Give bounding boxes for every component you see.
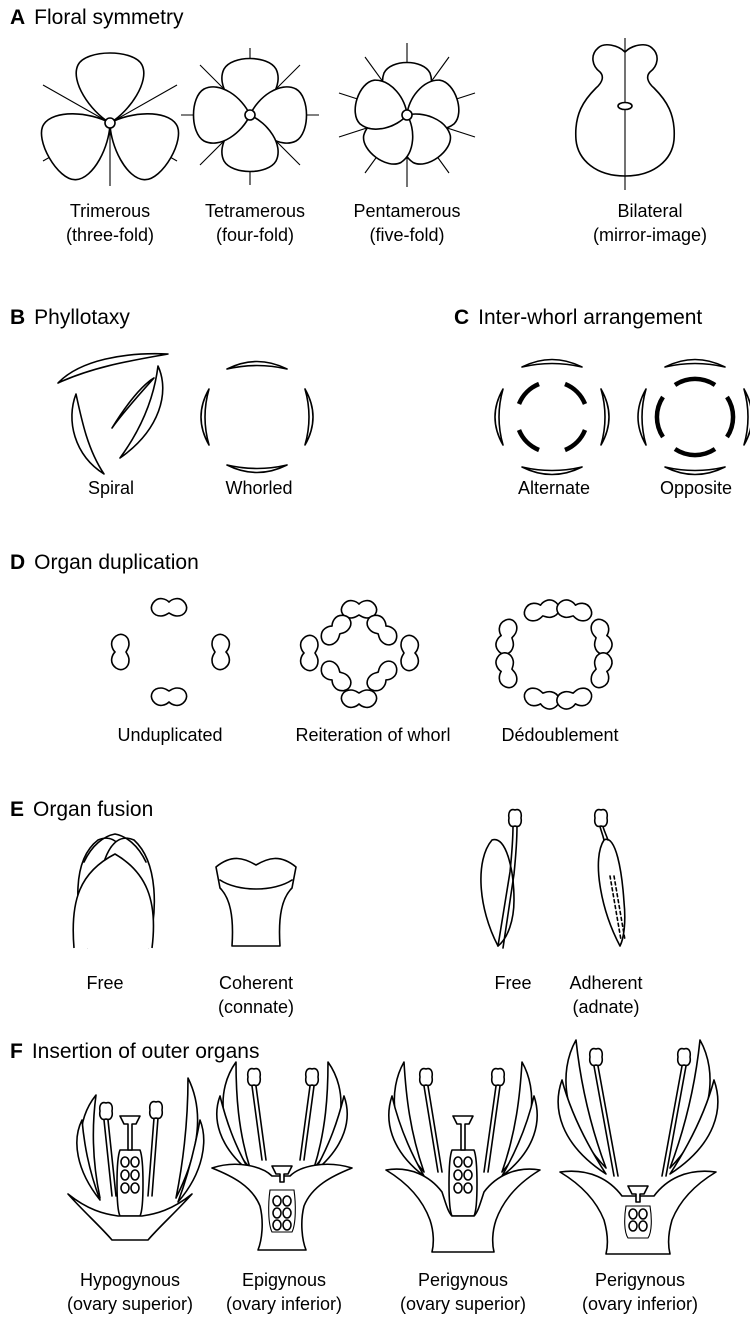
- caption-unduplicated: Unduplicated: [117, 723, 222, 747]
- caption-free-stamen-name: Free: [494, 971, 531, 995]
- caption-hypogynous-sub: (ovary superior): [67, 1292, 193, 1316]
- adherent-stamen-diagram: [595, 810, 625, 946]
- caption-adherent-name: Adherent: [569, 971, 642, 995]
- caption-coherent: Coherent(connate): [218, 971, 294, 1019]
- spiral-phyllotaxy-diagram: [58, 354, 168, 474]
- caption-trimerous-name: Trimerous: [66, 199, 154, 223]
- caption-hypogynous-name: Hypogynous: [67, 1268, 193, 1292]
- perigynous-inferior-flower-diagram: [558, 1040, 718, 1254]
- hypogynous-flower-diagram: [68, 1078, 204, 1240]
- caption-adherent-sub: (adnate): [569, 995, 642, 1019]
- caption-unduplicated-name: Unduplicated: [117, 723, 222, 747]
- caption-perigynous-inferior-sub: (ovary inferior): [582, 1292, 698, 1316]
- caption-whorled: Whorled: [225, 476, 292, 500]
- caption-tetramerous-name: Tetramerous: [205, 199, 305, 223]
- caption-whorled-name: Whorled: [225, 476, 292, 500]
- caption-trimerous: Trimerous(three-fold): [66, 199, 154, 247]
- trimerous-symmetry-diagram: [32, 53, 187, 187]
- caption-opposite-name: Opposite: [660, 476, 732, 500]
- free-petals-diagram: [73, 834, 154, 948]
- reiteration-of-whorl-diagram: [301, 601, 419, 708]
- whorled-phyllotaxy-diagram: [201, 362, 313, 473]
- caption-free-stamen: Free: [494, 971, 531, 995]
- caption-adherent: Adherent(adnate): [569, 971, 642, 1019]
- free-stamen-diagram: [481, 810, 521, 948]
- caption-opposite: Opposite: [660, 476, 732, 500]
- caption-coherent-name: Coherent: [218, 971, 294, 995]
- caption-perigynous-inferior-name: Perigynous: [582, 1268, 698, 1292]
- caption-free-petals-name: Free: [86, 971, 123, 995]
- caption-alternate-name: Alternate: [518, 476, 590, 500]
- caption-epigynous: Epigynous(ovary inferior): [226, 1268, 342, 1316]
- caption-free-petals: Free: [86, 971, 123, 995]
- epigynous-flower-diagram: [212, 1062, 352, 1250]
- caption-epigynous-sub: (ovary inferior): [226, 1292, 342, 1316]
- caption-spiral-name: Spiral: [88, 476, 134, 500]
- caption-bilateral-sub: (mirror-image): [593, 223, 707, 247]
- caption-dedoublement-name: Dédoublement: [501, 723, 618, 747]
- caption-spiral: Spiral: [88, 476, 134, 500]
- caption-reiteration-name: Reiteration of whorl: [295, 723, 450, 747]
- caption-tetramerous: Tetramerous(four-fold): [205, 199, 305, 247]
- caption-perigynous-superior: Perigynous(ovary superior): [400, 1268, 526, 1316]
- pentamerous-symmetry-diagram: [339, 43, 475, 187]
- perigynous-superior-flower-diagram: [386, 1062, 540, 1252]
- caption-bilateral-name: Bilateral: [593, 199, 707, 223]
- bilateral-symmetry-diagram: [576, 38, 675, 190]
- caption-reiteration: Reiteration of whorl: [295, 723, 450, 747]
- caption-dedoublement: Dédoublement: [501, 723, 618, 747]
- caption-perigynous-superior-sub: (ovary superior): [400, 1292, 526, 1316]
- dedoublement-diagram: [494, 598, 614, 711]
- caption-alternate: Alternate: [518, 476, 590, 500]
- opposite-whorl-diagram: [638, 360, 750, 475]
- caption-tetramerous-sub: (four-fold): [205, 223, 305, 247]
- caption-pentamerous: Pentamerous(five-fold): [353, 199, 460, 247]
- unduplicated-organs-diagram: [112, 599, 230, 706]
- caption-hypogynous: Hypogynous(ovary superior): [67, 1268, 193, 1316]
- caption-bilateral: Bilateral(mirror-image): [593, 199, 707, 247]
- caption-perigynous-superior-name: Perigynous: [400, 1268, 526, 1292]
- caption-pentamerous-sub: (five-fold): [353, 223, 460, 247]
- alternate-whorl-diagram: [495, 360, 609, 475]
- caption-pentamerous-name: Pentamerous: [353, 199, 460, 223]
- caption-perigynous-inferior: Perigynous(ovary inferior): [582, 1268, 698, 1316]
- coherent-petals-diagram: [216, 858, 296, 946]
- tetramerous-symmetry-diagram: [181, 48, 319, 185]
- caption-trimerous-sub: (three-fold): [66, 223, 154, 247]
- caption-coherent-sub: (connate): [218, 995, 294, 1019]
- caption-epigynous-name: Epigynous: [226, 1268, 342, 1292]
